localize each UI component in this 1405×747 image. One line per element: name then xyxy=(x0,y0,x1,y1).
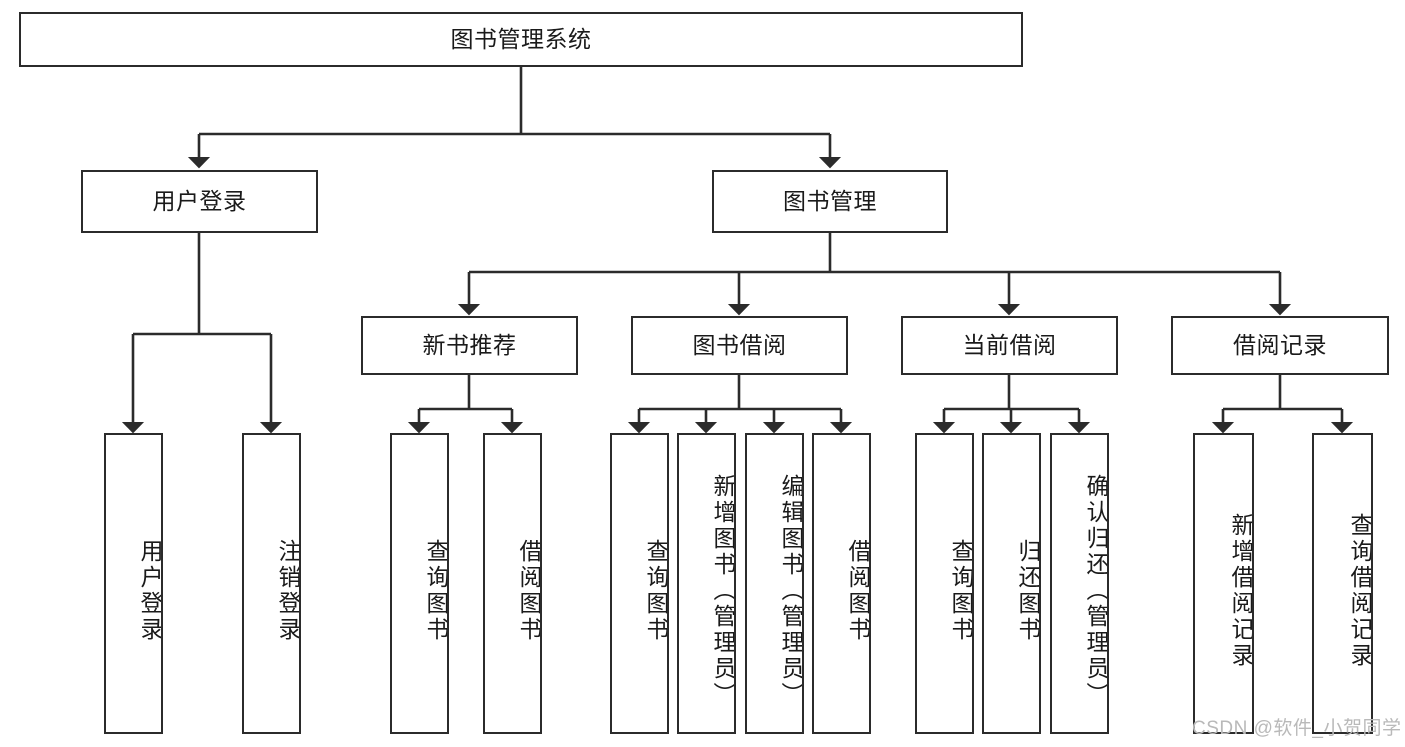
node-leaf-confirm-return-admin[interactable]: 确认归还（管理员） xyxy=(1050,433,1109,734)
node-label: 图书管理系统 xyxy=(450,25,592,52)
node-label: 借阅图书 xyxy=(516,538,542,643)
node-label: 借阅图书 xyxy=(845,538,871,643)
node-current-borrow[interactable]: 当前借阅 xyxy=(901,316,1118,375)
node-user-login[interactable]: 用户登录 xyxy=(81,170,318,233)
node-label: 注销登录 xyxy=(275,538,301,643)
node-label: 确认归还（管理员） xyxy=(1083,473,1109,708)
node-label: 图书管理 xyxy=(783,187,877,214)
node-label: 用户登录 xyxy=(137,538,163,643)
node-new-book-recommend[interactable]: 新书推荐 xyxy=(361,316,578,375)
node-label: 编辑图书（管理员） xyxy=(778,473,804,708)
node-leaf-query-book-recommend[interactable]: 查询图书 xyxy=(390,433,449,734)
node-book-management[interactable]: 图书管理 xyxy=(712,170,948,233)
node-leaf-query-book-borrow[interactable]: 查询图书 xyxy=(610,433,669,734)
node-leaf-edit-book-admin[interactable]: 编辑图书（管理员） xyxy=(745,433,804,734)
node-leaf-logout[interactable]: 注销登录 xyxy=(242,433,301,734)
node-leaf-borrow-book[interactable]: 借阅图书 xyxy=(812,433,871,734)
node-label: 当前借阅 xyxy=(962,331,1057,358)
node-label: 查询图书 xyxy=(643,538,669,643)
node-root-system[interactable]: 图书管理系统 xyxy=(19,12,1023,67)
node-leaf-add-book-admin[interactable]: 新增图书（管理员） xyxy=(677,433,736,734)
node-label: 新书推荐 xyxy=(422,331,517,358)
node-leaf-return-book[interactable]: 归还图书 xyxy=(982,433,1041,734)
watermark-text: CSDN @软件_小贺同学 xyxy=(1192,718,1402,739)
node-label: 查询图书 xyxy=(948,538,974,643)
node-label: 查询借阅记录 xyxy=(1347,512,1373,669)
node-book-borrow[interactable]: 图书借阅 xyxy=(631,316,848,375)
node-label: 查询图书 xyxy=(423,538,449,643)
node-leaf-query-borrow-record[interactable]: 查询借阅记录 xyxy=(1312,433,1373,734)
node-label: 新增借阅记录 xyxy=(1228,512,1254,669)
node-label: 归还图书 xyxy=(1015,538,1041,643)
node-leaf-user-login[interactable]: 用户登录 xyxy=(104,433,163,734)
node-label: 借阅记录 xyxy=(1233,331,1327,358)
node-borrow-records[interactable]: 借阅记录 xyxy=(1171,316,1389,375)
node-label: 用户登录 xyxy=(152,187,247,214)
node-label: 新增图书（管理员） xyxy=(710,473,736,708)
node-leaf-query-book-current[interactable]: 查询图书 xyxy=(915,433,974,734)
node-leaf-borrow-book-recommend[interactable]: 借阅图书 xyxy=(483,433,542,734)
node-leaf-add-borrow-record[interactable]: 新增借阅记录 xyxy=(1193,433,1254,734)
node-label: 图书借阅 xyxy=(692,331,787,358)
